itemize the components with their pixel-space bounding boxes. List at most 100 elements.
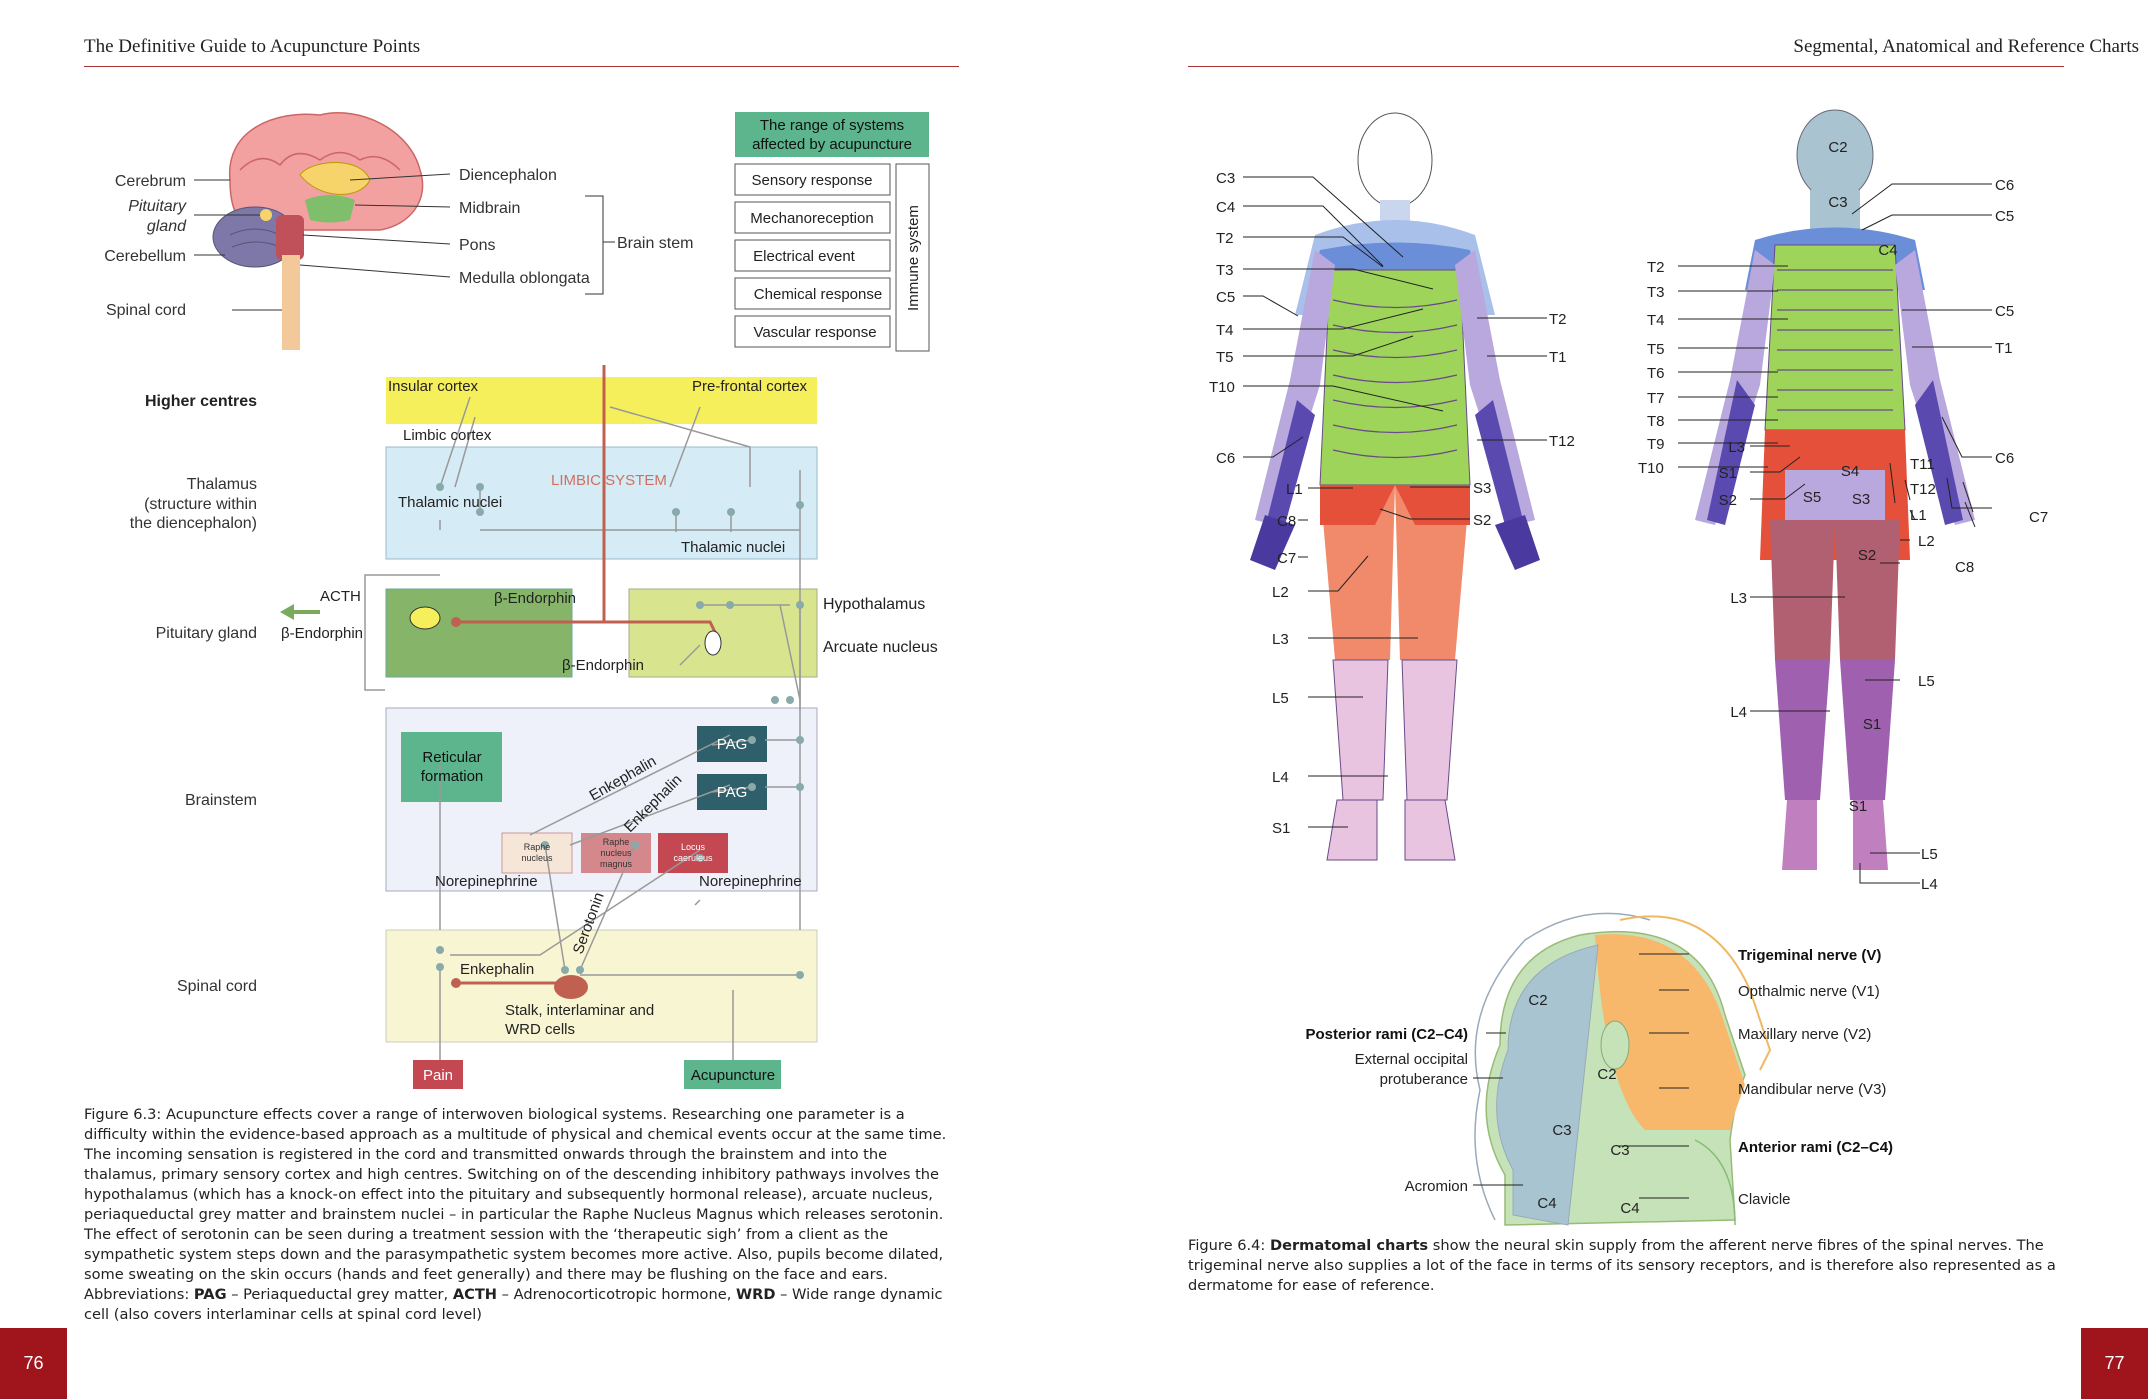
svg-text:C5: C5 <box>1216 289 1235 306</box>
pituitary-node <box>409 606 441 630</box>
svg-text:C4: C4 <box>1537 1195 1556 1212</box>
svg-text:S1: S1 <box>1272 820 1290 837</box>
svg-text:S1: S1 <box>1849 798 1867 815</box>
system-sensory: Sensory response <box>752 172 873 189</box>
right-page: Segmental, Anatomical and Reference Char… <box>1075 0 2149 1399</box>
back-labels-left: T2 T3 T4 T5 T6 T7 T8 T9 T10 L3 S1 S2 L3 … <box>1638 259 1747 721</box>
svg-text:T3: T3 <box>1216 262 1234 279</box>
svg-text:T2: T2 <box>1216 230 1234 247</box>
svg-text:C2: C2 <box>1528 992 1547 1009</box>
label-acupuncture: Acupuncture <box>691 1067 775 1084</box>
reticular-formation-box <box>401 732 502 802</box>
svg-text:T4: T4 <box>1216 322 1234 339</box>
label-pain: Pain <box>423 1067 453 1084</box>
acupuncture-systems-figure: Cerebrum Pituitary gland Cerebellum Spin… <box>104 112 938 1089</box>
svg-text:S1: S1 <box>1863 716 1881 733</box>
svg-text:magnus: magnus <box>600 859 633 869</box>
svg-text:S1: S1 <box>1719 465 1737 482</box>
svg-text:L4: L4 <box>1730 704 1747 721</box>
svg-text:C5: C5 <box>1995 303 2014 320</box>
svg-text:T12: T12 <box>1910 481 1936 498</box>
svg-text:C2: C2 <box>1828 139 1847 156</box>
label-trigeminal: Trigeminal nerve (V) <box>1738 947 1881 964</box>
label-medulla: Medulla oblongata <box>459 270 590 287</box>
svg-text:T5: T5 <box>1216 349 1234 366</box>
system-immune: Immune system <box>905 205 922 311</box>
front-labels-right: T2 T1 T12 S3 S2 <box>1473 311 1575 529</box>
svg-text:C6: C6 <box>1995 177 2014 194</box>
svg-text:L5: L5 <box>1921 846 1938 863</box>
raphe-magnus-box <box>581 833 651 873</box>
raphe-nucleus-box <box>501 832 573 874</box>
label-limbic-cortex: Limbic cortex <box>403 427 492 444</box>
svg-text:C3: C3 <box>1216 170 1235 187</box>
higher-centres-panel <box>386 377 817 424</box>
label-pituitary-1: Pituitary <box>128 198 187 215</box>
locus-caeruleus-box <box>658 833 728 873</box>
left-page: The Definitive Guide to Acupuncture Poin… <box>0 0 1074 1399</box>
row-pituitary: Pituitary gland <box>156 625 257 642</box>
label-hypothalamus: Hypothalamus <box>823 596 925 613</box>
svg-text:T12: T12 <box>1549 433 1575 450</box>
acupuncture-box <box>684 1060 781 1089</box>
label-diencephalon: Diencephalon <box>459 167 557 184</box>
svg-text:L3: L3 <box>1272 631 1289 648</box>
svg-text:T4: T4 <box>1647 312 1665 329</box>
front-labels-left: C3 C4 T2 T3 C5 T4 T5 T10 C6 L1 C8 C7 L2 … <box>1209 170 1303 837</box>
svg-text:L4: L4 <box>1272 769 1289 786</box>
svg-text:S2: S2 <box>1858 547 1876 564</box>
svg-text:The range of systems: The range of systems <box>760 117 904 134</box>
svg-text:L1: L1 <box>1286 481 1303 498</box>
system-vascular: Vascular response <box>753 324 876 341</box>
svg-text:T7: T7 <box>1647 390 1665 407</box>
label-cerebellum: Cerebellum <box>104 248 186 265</box>
svg-text:C7: C7 <box>1277 550 1296 567</box>
thalamus-panel <box>385 446 818 560</box>
running-head-right: Segmental, Anatomical and Reference Char… <box>1793 36 2139 57</box>
label-pag-2: PAG <box>717 784 748 801</box>
label-clavicle: Clavicle <box>1738 1191 1791 1208</box>
label-beta-endorphin-left: β-Endorphin <box>281 625 363 642</box>
svg-text:T11: T11 <box>1910 456 1935 473</box>
back-body <box>1695 109 1975 870</box>
svg-text:L3: L3 <box>1728 439 1745 456</box>
label-beta-endorphin-top: β-Endorphin <box>494 590 576 607</box>
svg-text:T8: T8 <box>1647 413 1665 430</box>
label-spinal-cord-top: Spinal cord <box>106 302 186 319</box>
label-limbic-system: LIMBIC SYSTEM <box>551 472 667 489</box>
svg-text:T6: T6 <box>1647 365 1665 382</box>
svg-text:formation: formation <box>421 768 484 785</box>
svg-text:T9: T9 <box>1647 436 1665 453</box>
label-pag-1: PAG <box>717 736 748 753</box>
front-body <box>1250 112 1540 861</box>
pain-box <box>413 1060 463 1089</box>
system-electrical: Electrical event <box>753 248 856 265</box>
svg-text:C6: C6 <box>1216 450 1235 467</box>
svg-text:L2: L2 <box>1918 533 1935 550</box>
label-insular-cortex: Insular cortex <box>388 378 479 395</box>
svg-text:T3: T3 <box>1647 284 1665 301</box>
svg-text:C8: C8 <box>1277 513 1296 530</box>
svg-text:C8: C8 <box>1955 559 1974 576</box>
svg-text:C3: C3 <box>1552 1122 1571 1139</box>
label-acromion: Acromion <box>1405 1178 1468 1195</box>
row-higher-centres: Higher centres <box>145 393 257 410</box>
svg-text:T10: T10 <box>1638 460 1664 477</box>
svg-text:S2: S2 <box>1473 512 1491 529</box>
svg-text:C3: C3 <box>1610 1142 1629 1159</box>
stalk-node <box>554 975 588 999</box>
svg-text:T5: T5 <box>1647 341 1665 358</box>
spinal-cord-panel <box>385 929 818 1043</box>
label-opthalmic: Opthalmic nerve (V1) <box>1738 983 1880 1000</box>
svg-text:C6: C6 <box>1995 450 2014 467</box>
pag-box-2 <box>697 774 767 810</box>
systems-title-box <box>735 112 929 157</box>
svg-text:C7: C7 <box>2029 509 2048 526</box>
row-spinal-cord: Spinal cord <box>177 978 257 995</box>
svg-text:C4: C4 <box>1878 242 1897 259</box>
page-number-right: 77 <box>2081 1328 2148 1399</box>
label-pons: Pons <box>459 237 495 254</box>
svg-text:C3: C3 <box>1828 194 1847 211</box>
svg-text:L5: L5 <box>1272 690 1289 707</box>
svg-text:the diencephalon): the diencephalon) <box>130 515 257 532</box>
